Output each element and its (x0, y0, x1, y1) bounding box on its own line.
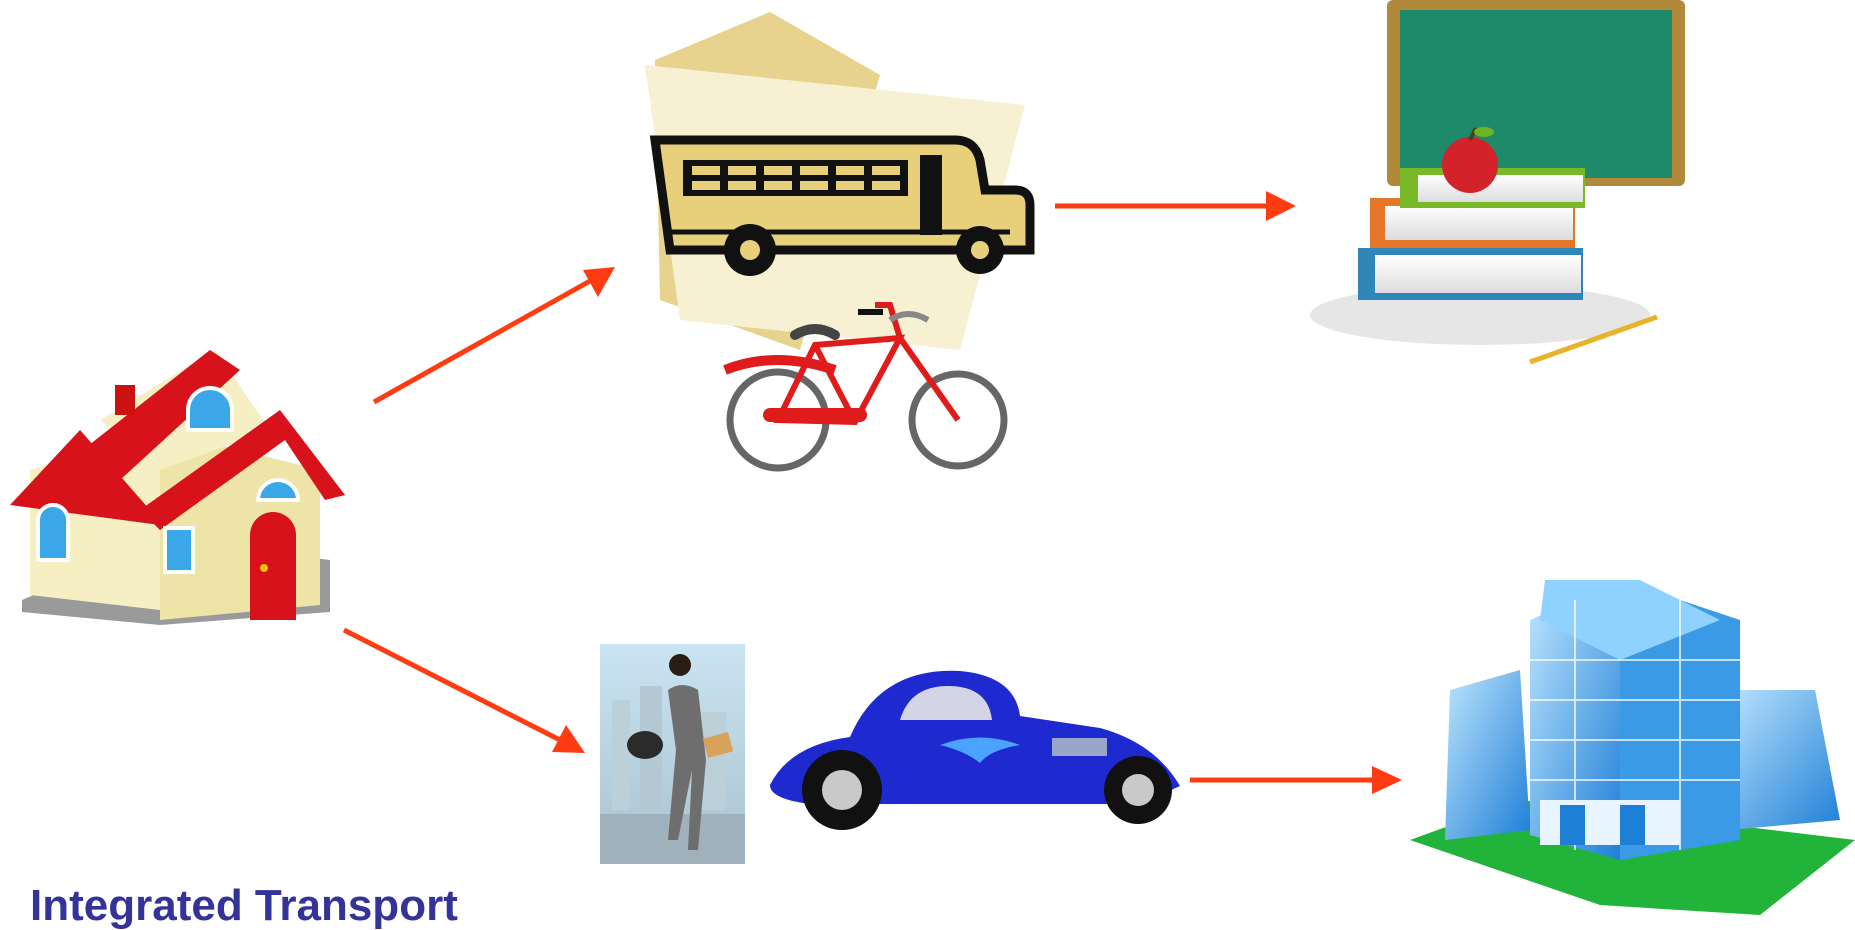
arrow-home-to-bus (372, 267, 615, 405)
office-building-icon (1410, 580, 1855, 915)
house-icon (10, 350, 345, 625)
arrow-home-to-walker (342, 627, 585, 753)
diagram-caption: Integrated Transport (30, 881, 458, 930)
school-books-icon (1310, 0, 1685, 365)
arrow-bus-to-school (1055, 191, 1296, 221)
bicycle-icon (723, 302, 1008, 472)
walking-woman-icon (600, 644, 745, 864)
school-bus-icon (645, 12, 1035, 350)
car-icon (770, 670, 1180, 830)
arrow-car-to-office (1190, 766, 1402, 794)
